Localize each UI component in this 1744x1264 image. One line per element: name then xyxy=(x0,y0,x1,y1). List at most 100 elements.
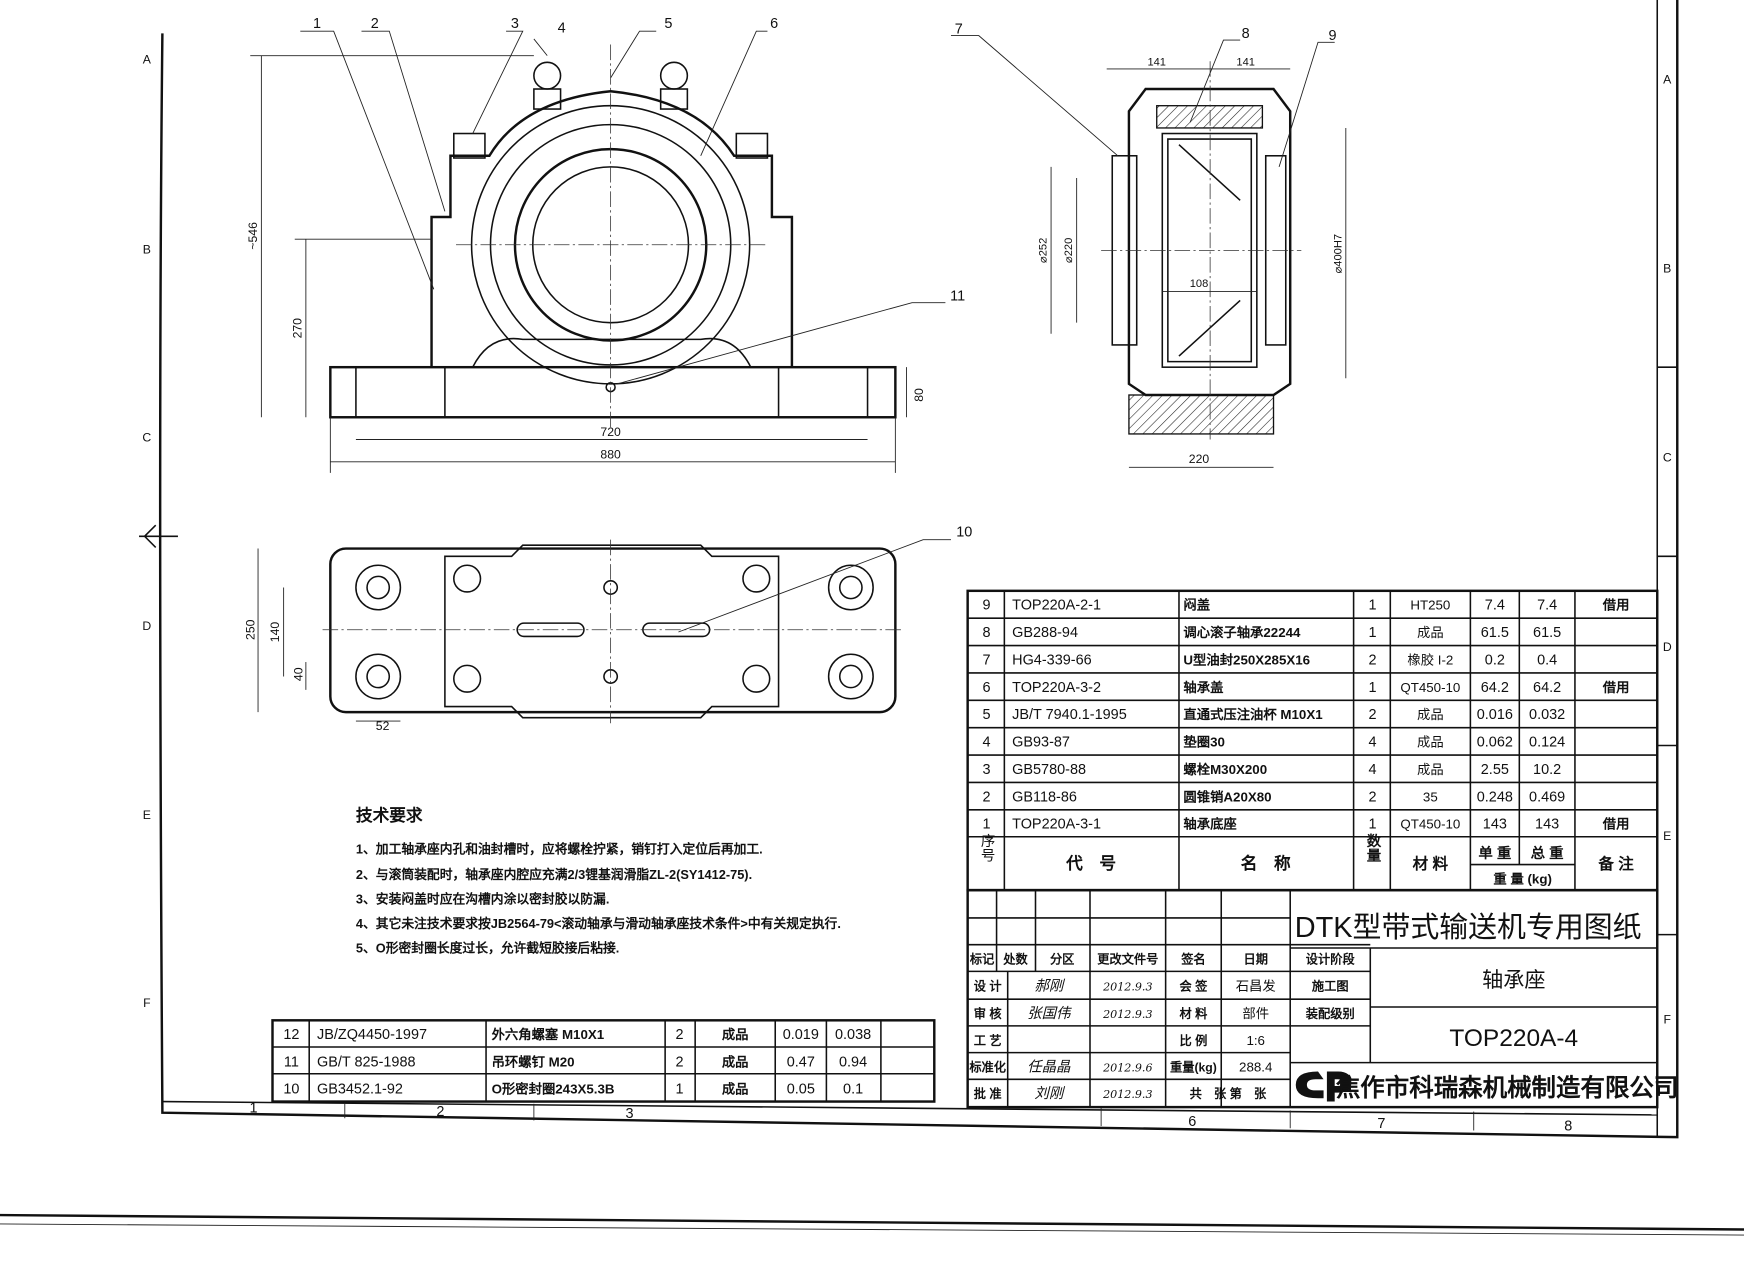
lower-row-name: 外六角螺塞 M10X1 xyxy=(492,1026,605,1042)
parts-row-code: GB118-86 xyxy=(1012,789,1077,805)
signoff-value: 石昌发 xyxy=(1236,978,1276,993)
part-leader-number: 7 xyxy=(955,21,963,37)
zone-marker-left: A xyxy=(143,52,152,66)
parts-row-qty: 1 xyxy=(1368,598,1376,614)
parts-row-number: 4 xyxy=(983,735,991,751)
zone-marker-bottom: 2 xyxy=(436,1104,444,1120)
zone-marker-left: C xyxy=(142,431,151,445)
parts-header-name: 名 称 xyxy=(1241,853,1291,873)
dimension-546: ~546 xyxy=(246,222,260,250)
part-leader-number: 8 xyxy=(1242,26,1250,42)
parts-row-number: 5 xyxy=(983,707,991,723)
title-block-grid xyxy=(966,888,1659,1109)
parts-row-remark: 借用 xyxy=(1602,597,1630,613)
tech-requirement-item: 2、与滚筒装配时，轴承座内腔应充满2/3锂基润滑脂ZL-2(SY1412-75)… xyxy=(356,867,752,882)
parts-row-total-weight: 10.2 xyxy=(1533,762,1561,778)
revision-header: 分区 xyxy=(1050,952,1074,967)
parts-row-unit-weight: 7.4 xyxy=(1485,598,1505,614)
signoff-label: 审 核 xyxy=(974,1006,1003,1021)
zone-marker-right: E xyxy=(1663,829,1671,843)
parts-row-unit-weight: 0.2 xyxy=(1485,652,1505,668)
parts-header-code: 代 号 xyxy=(1065,853,1116,873)
parts-row-material: 橡胶 I-2 xyxy=(1407,651,1453,667)
revision-header: 处数 xyxy=(1002,952,1028,967)
dimension-220: 220 xyxy=(1189,452,1210,466)
signoff-value: 部件 xyxy=(1242,1006,1269,1021)
lower-row-total-weight: 0.1 xyxy=(843,1081,863,1097)
part-leader-number: 2 xyxy=(371,16,379,32)
zone-marker-bottom: 8 xyxy=(1564,1118,1572,1134)
side-view xyxy=(1050,61,1347,468)
parts-row-number: 2 xyxy=(983,789,991,805)
parts-row-unit-weight: 0.016 xyxy=(1477,707,1513,723)
zone-marker-bottom: 7 xyxy=(1377,1116,1385,1132)
signoff-date: 2012.9.3 xyxy=(1102,1088,1152,1101)
lower-row-qty: 2 xyxy=(676,1054,684,1070)
parts-row-total-weight: 64.2 xyxy=(1533,680,1561,696)
tech-requirement-item: 3、安装闷盖时应在沟槽内涂以密封胶以防漏. xyxy=(356,891,609,906)
zone-marker-bottom: 6 xyxy=(1188,1114,1196,1130)
signoff-label: 工 艺 xyxy=(974,1033,1002,1048)
dimension-140: 140 xyxy=(268,622,282,643)
parts-row-code: HG4-339-66 xyxy=(1012,652,1092,668)
lower-row-code: JB/ZQ4450-1997 xyxy=(317,1027,427,1043)
parts-row-qty: 4 xyxy=(1368,762,1376,778)
parts-row-unit-weight: 64.2 xyxy=(1481,680,1509,696)
front-view xyxy=(250,44,907,473)
revision-header: 更改文件号 xyxy=(1097,952,1158,967)
dimension-dia-400h7: ⌀400H7 xyxy=(1332,234,1344,273)
parts-row-number: 6 xyxy=(983,680,991,696)
design-stage-value: 施工图 xyxy=(1312,978,1349,993)
parts-row-total-weight: 0.032 xyxy=(1529,707,1565,723)
parts-row-unit-weight: 143 xyxy=(1483,817,1507,833)
signature: 郝刚 xyxy=(1034,977,1065,994)
top-view xyxy=(257,539,904,724)
parts-header-qty: 数量 xyxy=(1365,832,1381,862)
lower-row-total-weight: 0.038 xyxy=(835,1027,871,1043)
zone-marker-right: A xyxy=(1663,72,1672,86)
lower-row-material: 成品 xyxy=(722,1053,749,1069)
zone-marker-left: D xyxy=(142,619,151,633)
parts-row-code: GB5780-88 xyxy=(1012,762,1086,778)
zone-marker-bottom: 3 xyxy=(626,1106,634,1122)
part-leader-number: 1 xyxy=(313,16,321,32)
tech-requirement-item: 5、O形密封圈长度过长，允许截短胶接后粘接. xyxy=(356,940,619,955)
parts-row-code: TOP220A-2-1 xyxy=(1012,598,1101,614)
parts-row-number: 3 xyxy=(983,762,991,778)
parts-row-total-weight: 143 xyxy=(1535,817,1559,833)
parts-row-code: GB288-94 xyxy=(1012,625,1078,641)
signoff-label-2: 比 例 xyxy=(1180,1033,1208,1048)
parts-row-code: TOP220A-3-2 xyxy=(1012,680,1101,696)
signoff-date: 2012.9.6 xyxy=(1102,1062,1152,1075)
dimension-52: 52 xyxy=(376,719,390,733)
dimension-dia-252: ⌀252 xyxy=(1038,238,1050,263)
parts-row-unit-weight: 61.5 xyxy=(1481,625,1509,641)
parts-header-material: 材 料 xyxy=(1413,854,1449,873)
lower-row-qty: 1 xyxy=(676,1081,684,1097)
dimension-141-right: 141 xyxy=(1236,57,1255,69)
signoff-label: 批 准 xyxy=(974,1086,1002,1101)
zone-marker-right: C xyxy=(1663,451,1672,465)
company-logo xyxy=(1295,1071,1352,1102)
dimension-80: 80 xyxy=(912,388,926,402)
parts-row-qty: 4 xyxy=(1368,735,1376,751)
parts-row-code: JB/T 7940.1-1995 xyxy=(1012,707,1127,723)
lower-row-number: 11 xyxy=(284,1054,299,1070)
parts-row-name: 调心滚子轴承22244 xyxy=(1183,624,1301,640)
signoff-label-2: 会 签 xyxy=(1180,978,1209,993)
parts-row-remark: 借用 xyxy=(1602,679,1630,695)
dimension-40: 40 xyxy=(292,667,306,681)
signature: 任晶晶 xyxy=(1027,1059,1071,1076)
parts-row-code: GB93-87 xyxy=(1012,735,1070,751)
parts-row-material: 35 xyxy=(1423,789,1438,804)
signoff-label: 标准化 xyxy=(968,1060,1006,1075)
parts-row-qty: 1 xyxy=(1368,680,1376,696)
parts-row-unit-weight: 2.55 xyxy=(1481,762,1509,778)
signoff-date: 2012.9.3 xyxy=(1102,1008,1152,1021)
part-leader-number: 10 xyxy=(956,524,972,540)
part-leader-number: 3 xyxy=(511,16,519,32)
parts-row-number: 9 xyxy=(983,598,991,614)
parts-row-remark: 借用 xyxy=(1602,816,1630,832)
drawing-frame xyxy=(0,0,1744,1236)
parts-row-material: 成品 xyxy=(1417,625,1444,640)
